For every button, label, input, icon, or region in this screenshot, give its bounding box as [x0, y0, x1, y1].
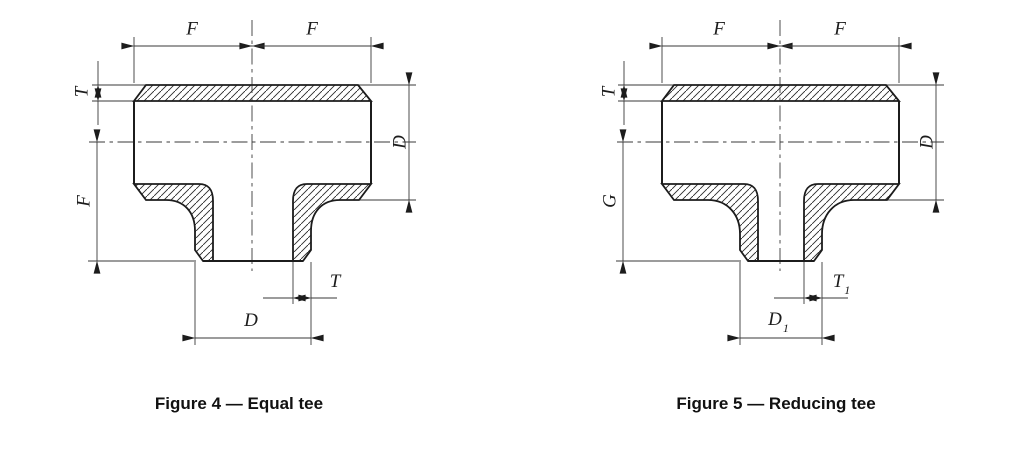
equal-tee-dim-branch-length: F — [73, 195, 95, 207]
reducing-tee-dim-f-top-left: F — [713, 18, 725, 40]
figure-5-caption: Figure 5 — Reducing tee — [676, 394, 876, 413]
reducing-tee-dim-branch-length: G — [599, 194, 621, 208]
equal-tee-dim-run-od: D — [389, 135, 411, 149]
body-outline — [133, 101, 372, 262]
right-crotch-wall-section — [803, 183, 901, 262]
figure-4-caption: Figure 4 — Equal tee — [154, 394, 324, 413]
reducing-tee-dim-run-od: D — [916, 135, 938, 149]
left-crotch-wall-section — [660, 183, 759, 262]
run-top-wall-section — [132, 84, 373, 102]
equal-tee-drawing — [88, 20, 416, 345]
run-top-wall-section — [660, 84, 901, 102]
dimension-lines — [93, 42, 413, 342]
reducing-tee-dim-branch-wall: T1 — [832, 271, 851, 297]
equal-tee-dim-branch-wall: T — [329, 271, 341, 293]
equal-tee-dim-run-wall: T — [71, 86, 93, 98]
left-crotch-wall-section — [132, 183, 214, 262]
equal-tee-dim-f-top-right: F — [306, 18, 318, 40]
dimension-lines — [619, 42, 940, 342]
body-outline — [661, 101, 900, 262]
reducing-tee-dim-f-top-right: F — [834, 18, 846, 40]
equal-tee-dim-branch-od: D — [244, 310, 258, 332]
reducing-tee-dim-branch-od: D1 — [768, 309, 789, 335]
reducing-tee-dim-run-wall: T — [598, 86, 620, 98]
equal-tee-dim-f-top-left: F — [186, 18, 198, 40]
reducing-tee-drawing — [616, 20, 944, 345]
right-crotch-wall-section — [292, 183, 373, 262]
